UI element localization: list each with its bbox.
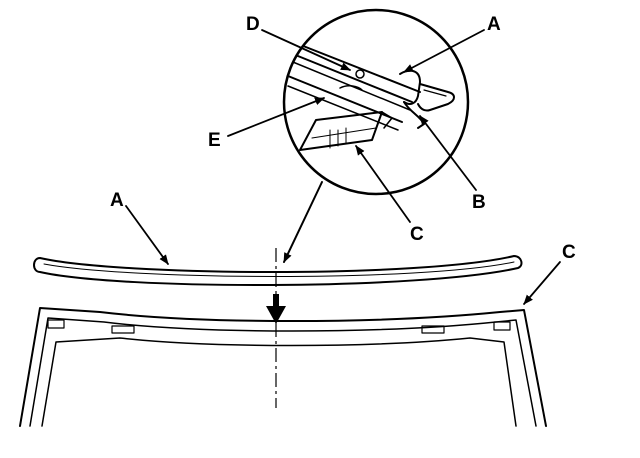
callout-A-top: A	[487, 14, 501, 35]
callout-C-top: C	[410, 224, 424, 245]
molding-inner-line	[43, 261, 515, 277]
glass-corner	[381, 111, 393, 129]
molding-edge-3	[287, 59, 411, 111]
detail-curve	[339, 85, 363, 91]
molding-edge-2	[287, 51, 413, 103]
leader-C-right	[523, 261, 561, 305]
roof-molding	[33, 255, 523, 287]
install-arrow	[266, 294, 286, 324]
frame-tab-4	[493, 321, 511, 331]
leader-B	[419, 115, 477, 191]
molding-outline	[33, 255, 523, 287]
molding-lip	[417, 83, 455, 112]
leader-E	[227, 97, 325, 137]
frame-tab-3	[421, 325, 445, 334]
glass-hatching	[329, 127, 347, 149]
callout-B: B	[472, 192, 486, 213]
molding-edge-4	[287, 75, 403, 123]
glass-edge	[299, 111, 383, 151]
frame-tab-2	[111, 325, 135, 334]
glass-edge-line	[311, 127, 377, 139]
leader-C-top	[355, 145, 411, 223]
molding-edge-5	[287, 85, 399, 131]
frame-mid	[29, 317, 537, 427]
callout-D: D	[246, 14, 260, 35]
callout-C-right: C	[562, 242, 576, 263]
leader-D	[261, 29, 351, 71]
alignment-mark	[355, 69, 365, 79]
detail-contents	[287, 39, 455, 151]
detail-circle	[282, 8, 470, 196]
frame-inner	[41, 337, 517, 427]
clip-body	[403, 101, 425, 129]
molding-edge-top	[287, 39, 421, 93]
callout-A-left: A	[110, 190, 124, 211]
leader-lines	[125, 29, 561, 305]
leader-A-top	[403, 29, 485, 73]
leader-A-left	[125, 205, 169, 265]
detail-pointer	[283, 181, 323, 263]
molding-lip-inner	[423, 89, 447, 97]
centerline-group	[266, 248, 286, 408]
callout-E: E	[208, 130, 221, 151]
frame-tab-1	[47, 319, 65, 329]
windshield-frame	[19, 307, 547, 427]
frame-outer	[19, 307, 547, 427]
callout-labels: D A E B C A C	[110, 14, 576, 263]
